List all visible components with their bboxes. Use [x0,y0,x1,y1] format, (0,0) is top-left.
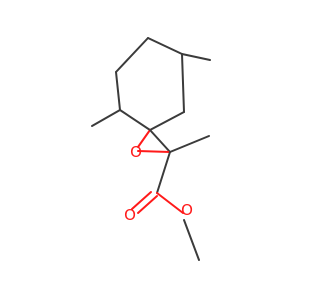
bond-spiro-c2 [149,129,171,153]
bond-ring-c3-c4 [115,71,121,111]
structure-svg: O O O [91,37,211,261]
bond-ring-c6-c1 [181,53,185,113]
bond-carbonyl-to-ester-oxygen [156,192,184,214]
bond-ring-spiro-c6 [149,111,185,131]
bond-carbonyl-1 [131,191,152,210]
bond-carbonyl-2 [137,195,158,214]
bond-epoxide-oxygen-c2 [137,150,171,153]
carbonyl-oxygen-label: O [124,206,136,224]
bond-ring-c2-c3 [115,37,149,73]
bond-methyl-oxirane [169,135,210,153]
bond-ring-c4-spiro [119,109,151,131]
epoxide-oxygen-label: O [130,143,142,161]
bond-methyl-upper-right [181,53,211,61]
bond-ring-c1-c2 [147,37,183,55]
bond-methyl-left [91,109,121,127]
bond-ester-oxygen-to-methyl [183,219,200,261]
ester-oxygen-label: O [181,201,193,219]
bond-spiro-epoxide-oxygen [137,129,151,148]
bond-oxirane-to-carbonyl [156,151,171,194]
molecule-diagram: O O O [91,37,211,261]
